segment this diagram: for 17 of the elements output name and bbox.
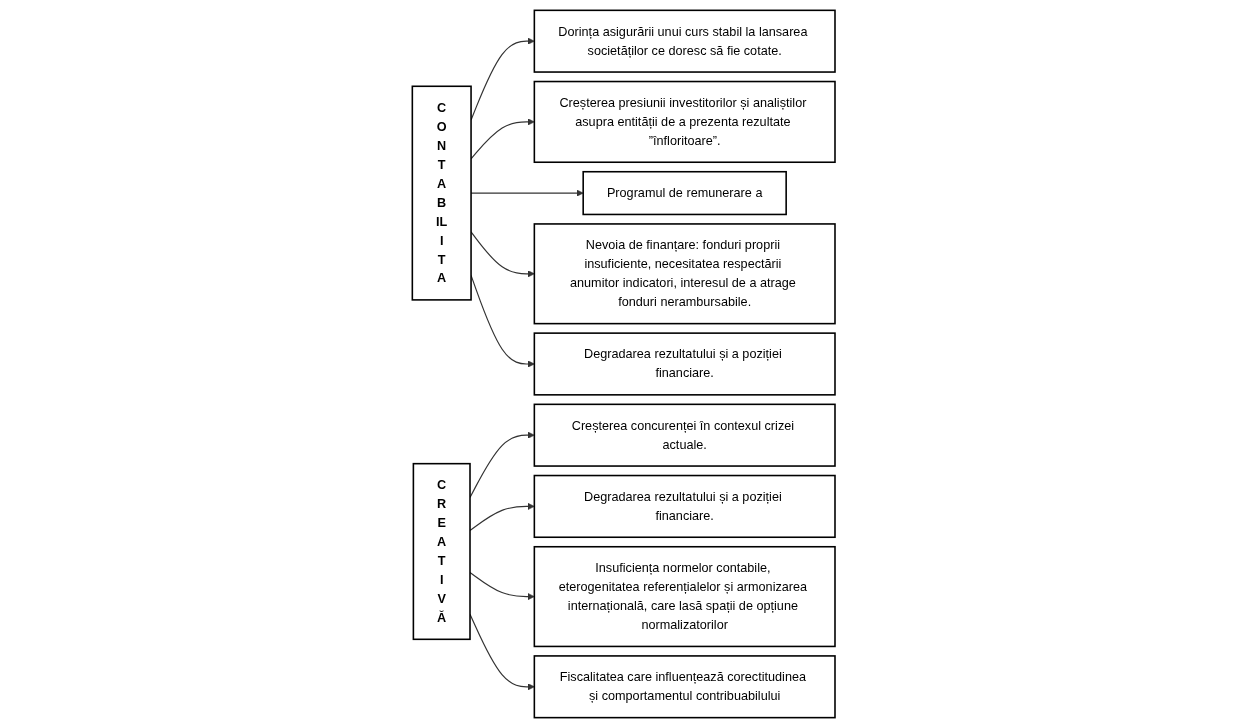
- node-box: Creșterea concurenței în contexul crizei actuale.: [533, 403, 836, 467]
- node-box: Degradarea rezultatului și a poziției financiare.: [533, 331, 836, 396]
- arrow: [470, 117, 535, 159]
- node-box: Degradarea rezultatului și a poziției financiare.: [533, 474, 836, 538]
- arrow: [470, 230, 535, 277]
- node-box: C R E A T I V Ă: [412, 462, 471, 640]
- arrow: [470, 189, 584, 197]
- node-box: Fiscalitatea care influențează corectitudinea și comportamentul contribuabilului: [533, 654, 836, 718]
- node-box: Nevoia de finanțare: fonduri proprii insuficiente, necesitatea respectării anumitor indicatori, interesul de a atrage fonduri nerambursabile.: [533, 222, 836, 324]
- node-box: Programul de remunerare a: [582, 170, 787, 215]
- arrow: [469, 502, 535, 531]
- node-box: C O N T A B IL I T A: [411, 85, 472, 301]
- arrow: [469, 431, 535, 498]
- node-box: Dorința asigurării unui curs stabil la lansarea societăților ce doresc să fie cotate.: [533, 9, 836, 73]
- node-box: Insuficiența normelor contabile, eterogenitatea referențialelor și armonizarea internațională, care lasă spații de opțiune normalizatorilor: [533, 545, 836, 647]
- node-box: Creșterea presiunii investitorilor și analiștilor asupra entității de a prezenta rezultate ”înfloritoare”.: [533, 80, 836, 163]
- arrow: [469, 571, 535, 600]
